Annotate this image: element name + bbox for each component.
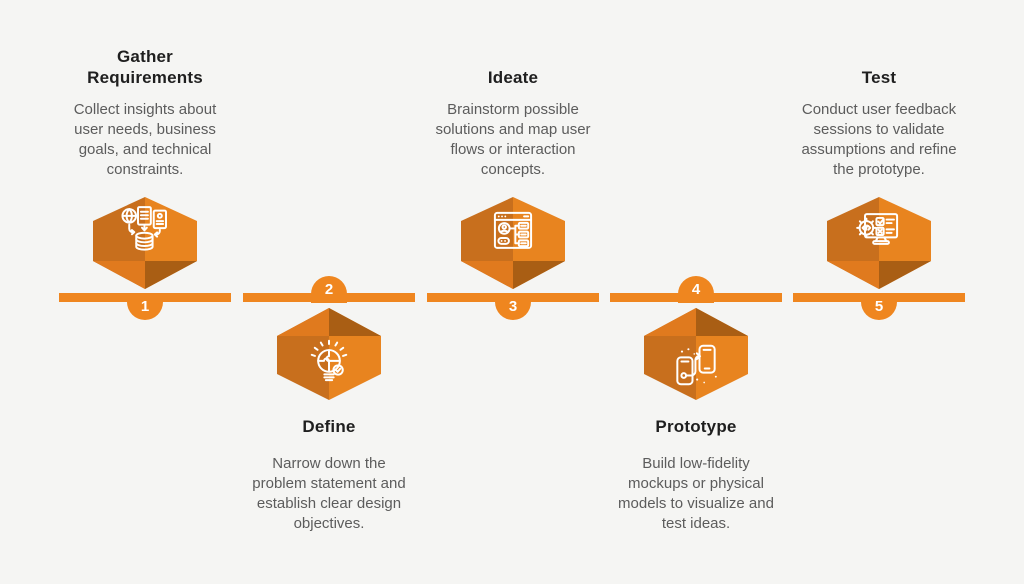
step-number: 2: [324, 281, 334, 298]
step-number-badge: 2: [311, 276, 347, 303]
step-hexagon: [93, 197, 197, 289]
step-number: 4: [691, 281, 701, 298]
data-gathering-icon: [121, 206, 167, 251]
step-number-badge: 3: [495, 293, 531, 320]
step-description: Brainstorm possible solutions and map us…: [435, 101, 591, 178]
step-hexagon: [827, 197, 931, 289]
step-text-block: Test Conduct user feedback sessions to v…: [779, 38, 979, 180]
testing-monitor-icon: [856, 213, 899, 245]
lightbulb-puzzle-icon: [310, 339, 348, 382]
step-hexagon: [644, 308, 748, 400]
step-hexagon: [461, 197, 565, 289]
step-hexagon: [277, 308, 381, 400]
step-number: 1: [140, 298, 150, 315]
step-description: Conduct user feedback sessions to valida…: [801, 101, 957, 178]
step-number: 5: [874, 298, 884, 315]
step-text-block: Ideate Brainstorm possible solutions and…: [413, 38, 613, 180]
step-title: Test: [861, 68, 897, 87]
step-text-block: Gather Requirements Collect insights abo…: [45, 38, 245, 180]
step-title: Prototype: [655, 417, 737, 436]
step-text-block: Define Narrow down the problem statement…: [229, 416, 429, 534]
hexagon-shape: [277, 308, 381, 400]
hexagon-shape: [93, 197, 197, 289]
step-title: Define: [302, 417, 356, 436]
step-number-badge: 1: [127, 293, 163, 320]
mobile-prototype-icon: [676, 344, 717, 386]
step-description: Collect insights about user needs, busin…: [73, 101, 217, 178]
step-title: Ideate: [487, 68, 539, 87]
step-number: 3: [508, 298, 518, 315]
step-description: Build low-fidelity mockups or physical m…: [618, 455, 774, 532]
user-flow-icon: [493, 211, 533, 249]
step-description: Narrow down the problem statement and es…: [252, 455, 406, 532]
step-number-badge: 4: [678, 276, 714, 303]
step-title: Gather Requirements: [87, 47, 203, 87]
step-number-badge: 5: [861, 293, 897, 320]
step-text-block: Prototype Build low-fidelity mockups or …: [596, 416, 796, 534]
